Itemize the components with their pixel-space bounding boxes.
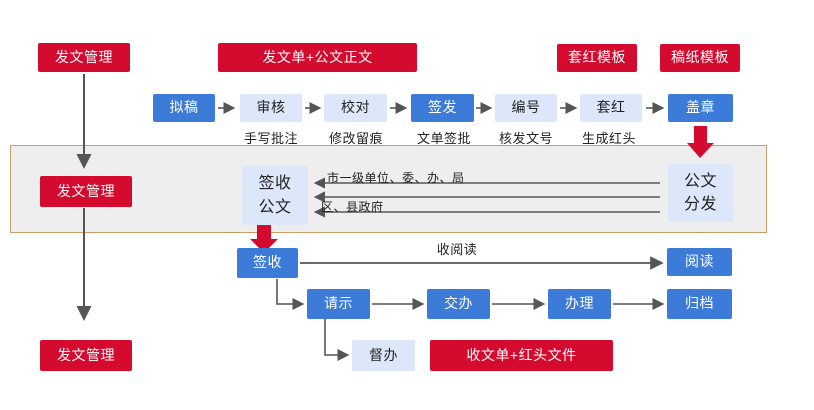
outgoing-doc-box: 发文单+公文正文 bbox=[218, 43, 417, 72]
outgoing-manage-box-bottom: 发文管理 bbox=[40, 340, 132, 371]
outgoing-doc-label: 发文单+公文正文 bbox=[262, 48, 373, 65]
outgoing-manage-mid-label: 发文管理 bbox=[57, 182, 115, 199]
red-template-label: 套红模板 bbox=[568, 49, 626, 66]
step-seal: 盖章 bbox=[668, 94, 733, 122]
archive-box: 归档 bbox=[667, 289, 732, 319]
step-number-label: 编号 bbox=[511, 99, 541, 116]
outgoing-manage-bottom-label: 发文管理 bbox=[57, 346, 115, 363]
incoming-doc-label: 收文单+红头文件 bbox=[466, 346, 577, 363]
assign-box: 交办 bbox=[427, 289, 490, 319]
request-box: 请示 bbox=[307, 289, 370, 319]
step-draft: 拟稿 bbox=[153, 94, 215, 122]
step-proofread: 校对 bbox=[324, 94, 387, 122]
step-redhead-label: 套红 bbox=[596, 99, 626, 116]
step-review-label: 审核 bbox=[256, 99, 286, 116]
receive-band bbox=[10, 145, 767, 233]
note-generate-redhead: 生成红头 bbox=[581, 131, 636, 146]
read-arrow-label: 收阅读 bbox=[436, 242, 478, 257]
supervise-label: 督办 bbox=[369, 346, 398, 363]
request-label: 请示 bbox=[324, 295, 353, 312]
step-number: 编号 bbox=[495, 94, 557, 122]
sign-receive-doc-box: 签收 公文 bbox=[242, 166, 308, 225]
handle-box: 办理 bbox=[548, 289, 611, 319]
step-seal-label: 盖章 bbox=[686, 99, 715, 116]
note-track-changes: 修改留痕 bbox=[328, 131, 383, 146]
outgoing-manage-box-top: 发文管理 bbox=[38, 43, 130, 72]
recipient-district-label: 区、县政府 bbox=[321, 200, 384, 214]
handle-label: 办理 bbox=[565, 295, 594, 312]
archive-label: 归档 bbox=[685, 295, 714, 312]
step-issue-label: 签发 bbox=[428, 99, 457, 116]
read-box: 阅读 bbox=[667, 248, 732, 276]
supervise-box: 督办 bbox=[352, 340, 415, 371]
note-form-signoff: 文单签批 bbox=[416, 131, 471, 146]
doc-distribute-label: 公文 分发 bbox=[683, 172, 717, 213]
read-label: 阅读 bbox=[685, 253, 714, 270]
connector-sign-request bbox=[276, 279, 305, 310]
assign-label: 交办 bbox=[444, 295, 473, 312]
paper-template-box: 稿纸模板 bbox=[660, 44, 740, 72]
sign-box: 签收 bbox=[237, 248, 298, 278]
doc-distribute-box: 公文 分发 bbox=[668, 164, 733, 222]
outgoing-manage-box-mid: 发文管理 bbox=[40, 176, 132, 207]
incoming-doc-box: 收文单+红头文件 bbox=[430, 340, 613, 371]
note-handwritten-annotation: 手写批注 bbox=[243, 131, 298, 146]
step-issue: 签发 bbox=[411, 94, 474, 122]
outgoing-manage-label: 发文管理 bbox=[55, 48, 113, 65]
note-issue-number: 核发文号 bbox=[498, 131, 553, 146]
step-proofread-label: 校对 bbox=[341, 99, 370, 116]
step-redhead: 套红 bbox=[580, 94, 642, 122]
step-draft-label: 拟稿 bbox=[169, 99, 199, 116]
sign-receive-doc-label: 签收 公文 bbox=[258, 175, 292, 216]
red-template-box: 套红模板 bbox=[557, 44, 637, 72]
recipient-city-label: 市一级单位、委、办、局 bbox=[327, 171, 465, 185]
paper-template-label: 稿纸模板 bbox=[671, 49, 729, 66]
connector-request-supervise bbox=[324, 319, 350, 361]
step-review: 审核 bbox=[240, 94, 302, 122]
sign-label: 签收 bbox=[253, 254, 282, 271]
